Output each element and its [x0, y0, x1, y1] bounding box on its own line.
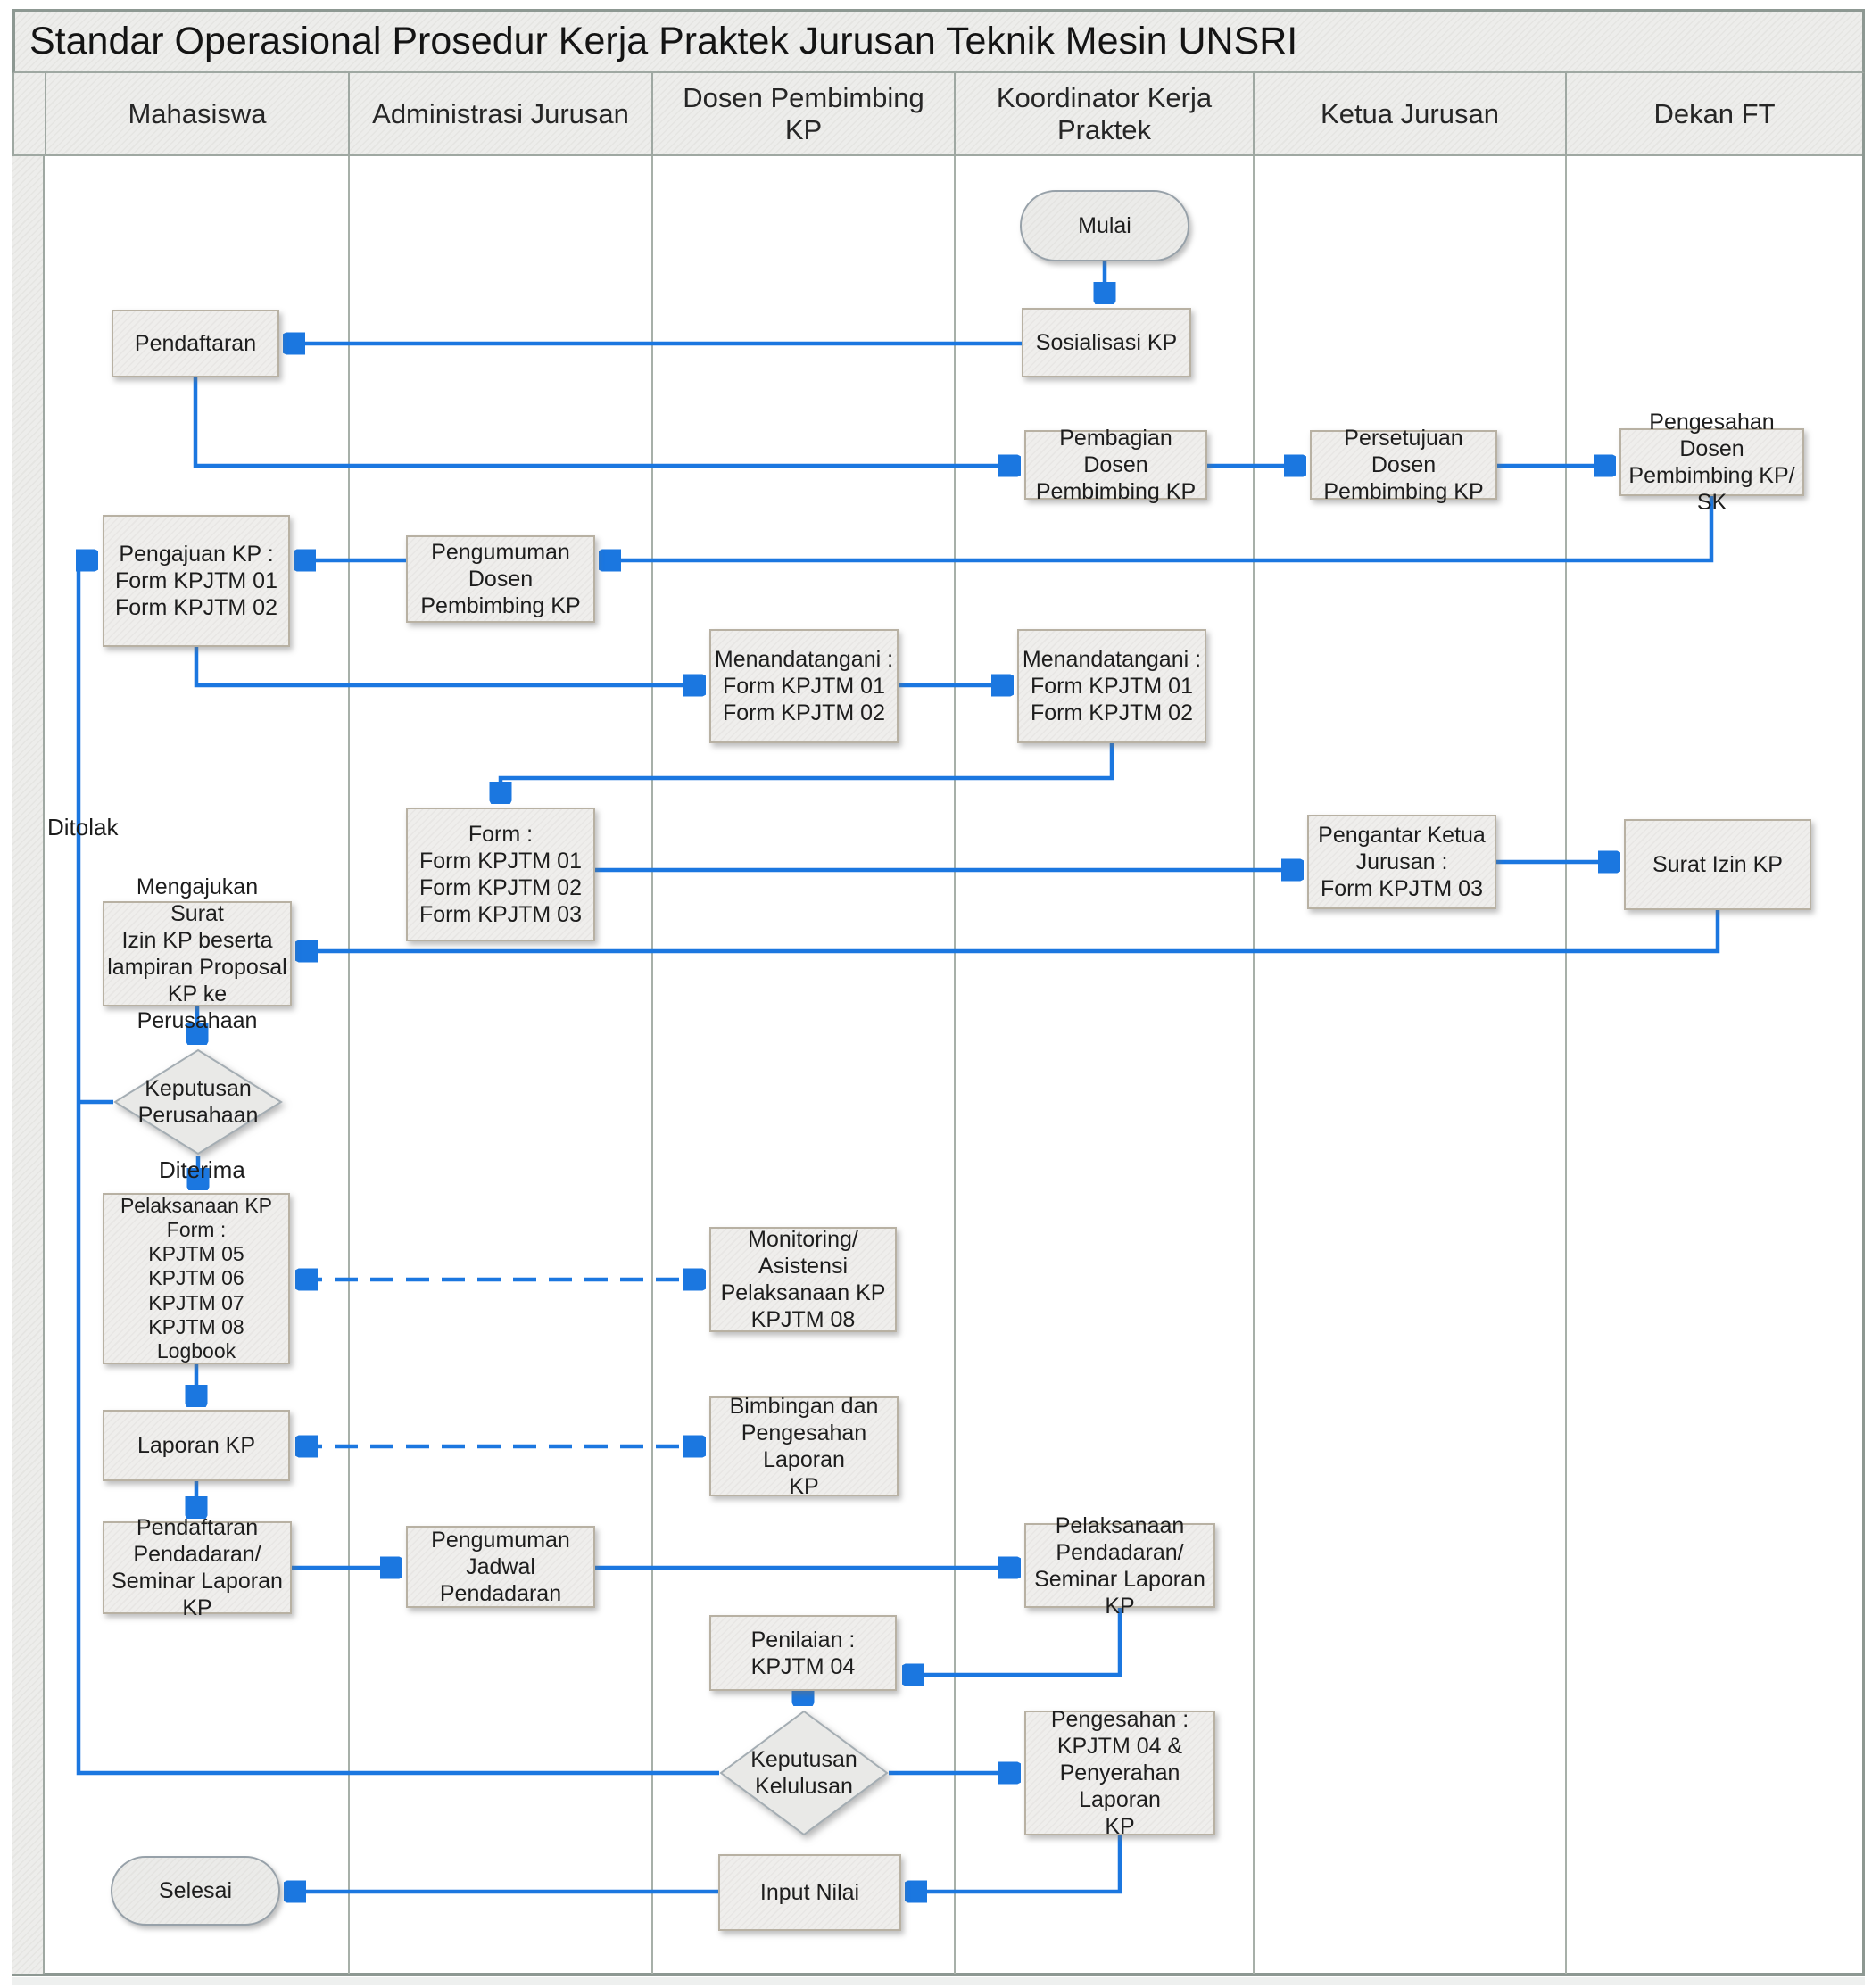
node-persetujuan-dosen: Persetujuan Dosen Pembimbing KP — [1310, 426, 1497, 504]
lane-divider — [1253, 156, 1255, 1974]
node-pendaftaran: Pendaftaran — [112, 310, 279, 377]
page-title: Standar Operasional Prosedur Kerja Prakt… — [12, 9, 1865, 73]
node-menandatangani-koordinator: Menandatangani : Form KPJTM 01 Form KPJT… — [1017, 629, 1206, 743]
node-keputusan-perusahaan: Keputusan Perusahaan — [113, 1048, 283, 1156]
lane-header-administrasi-jurusan: Administrasi Jurusan — [348, 73, 651, 156]
node-pengajuan-kp: Pengajuan KP : Form KPJTM 01 Form KPJTM … — [103, 515, 290, 647]
node-mengajukan-surat-izin: Mengajukan Surat Izin KP beserta lampira… — [103, 874, 292, 1033]
node-pengantar-ketua-jurusan: Pengantar Ketua Jurusan : Form KPJTM 03 — [1307, 815, 1496, 909]
node-input-nilai: Input Nilai — [718, 1854, 901, 1931]
node-pembagian-dosen: Pembagian Dosen Pembimbing KP — [1024, 426, 1207, 504]
node-pengumuman-jadwal: Pengumuman Jadwal Pendadaran — [406, 1526, 595, 1608]
lane-header-dekan-ft: Dekan FT — [1565, 73, 1862, 156]
lane-header-margin — [12, 73, 45, 156]
node-pendaftaran-pendadaran: Pendaftaran Pendadaran/ Seminar Laporan … — [103, 1515, 292, 1620]
lane-divider — [954, 156, 956, 1974]
node-laporan-kp: Laporan KP — [103, 1410, 290, 1481]
node-keputusan-kelulusan: Keputusan Kelulusan — [719, 1710, 889, 1836]
node-bimbingan-pengesahan: Bimbingan dan Pengesahan Laporan KP — [709, 1394, 899, 1499]
node-pengesahan-akhir: Pengesahan : KPJTM 04 & Penyerahan Lapor… — [1024, 1707, 1215, 1839]
node-pengumuman-dosen: Pengumuman Dosen Pembimbing KP — [406, 535, 595, 623]
lane-divider — [651, 156, 653, 1974]
edge-label-diterima: Diterima — [159, 1156, 245, 1183]
lane-divider — [1565, 156, 1567, 1974]
node-surat-izin-kp: Surat Izin KP — [1624, 819, 1811, 910]
node-pelaksanaan-kp: Pelaksanaan KP Form : KPJTM 05 KPJTM 06 … — [103, 1193, 290, 1364]
node-selesai: Selesai — [111, 1856, 280, 1926]
node-sosialisasi-kp: Sosialisasi KP — [1022, 308, 1191, 377]
left-margin-strip — [12, 73, 45, 1974]
lane-header-ketua-jurusan: Ketua Jurusan — [1253, 73, 1565, 156]
lane-header-dosen-pembimbing-kp: Dosen Pembimbing KP — [651, 73, 954, 156]
node-pengesahan-dosen: Pengesahan Dosen Pembimbing KP/ SK — [1619, 410, 1804, 515]
node-pelaksanaan-pendadaran: Pelaksanaan Pendadaran/ Seminar Laporan … — [1024, 1513, 1215, 1619]
lane-divider — [348, 156, 350, 1974]
node-mulai: Mulai — [1020, 190, 1189, 261]
diagram-title-text: Standar Operasional Prosedur Kerja Prakt… — [29, 20, 1298, 62]
edge-label-ditolak: Ditolak — [47, 814, 119, 841]
bottom-border-shade — [12, 1977, 1865, 1985]
lane-header-mahasiswa: Mahasiswa — [45, 73, 348, 156]
lane-header-koordinator-kerja-praktek: Koordinator Kerja Praktek — [954, 73, 1253, 156]
node-penilaian: Penilaian : KPJTM 04 — [709, 1615, 897, 1691]
diamond-shape — [719, 1710, 889, 1836]
node-form-kpjtm: Form : Form KPJTM 01 Form KPJTM 02 Form … — [406, 808, 595, 941]
node-monitoring-asistensi: Monitoring/ Asistensi Pelaksanaan KP KPJ… — [709, 1227, 897, 1332]
node-menandatangani-dosen: Menandatangani : Form KPJTM 01 Form KPJT… — [709, 629, 899, 743]
